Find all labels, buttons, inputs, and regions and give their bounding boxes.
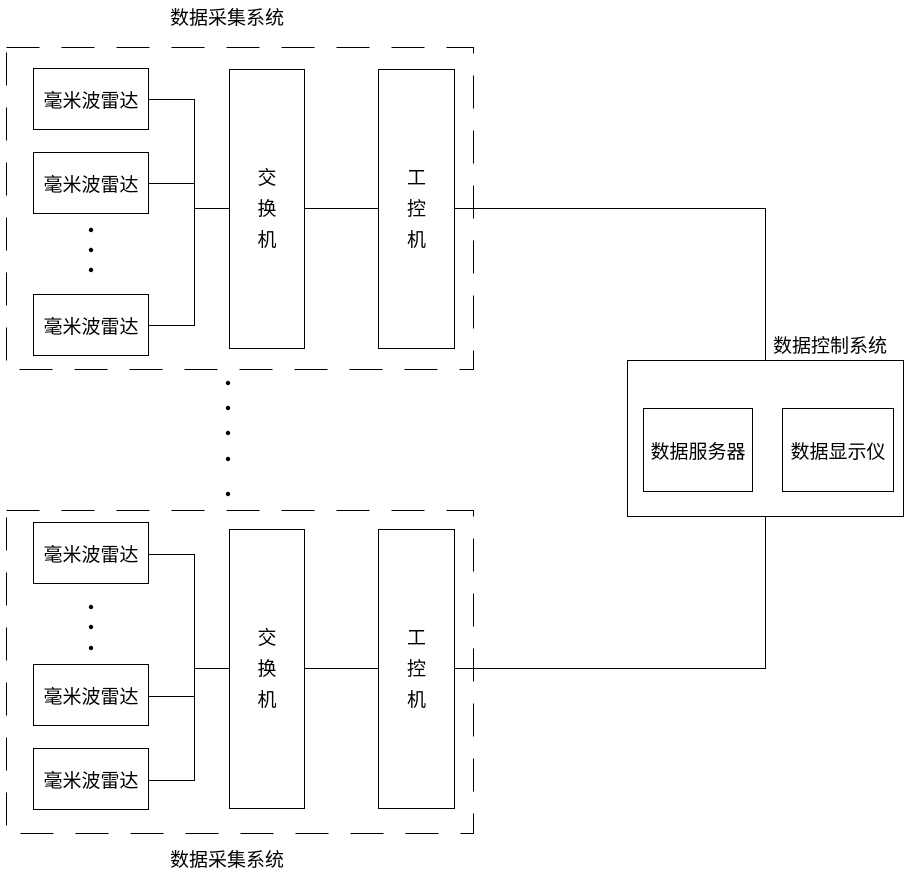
- radar-label: 毫米波雷达: [43, 540, 138, 567]
- radar-label: 毫米波雷达: [43, 170, 138, 197]
- radar-box: 毫米波雷达: [33, 522, 149, 584]
- data-server-box: 数据服务器: [643, 408, 753, 492]
- switch-label: 交换机: [258, 623, 277, 716]
- radar-label: 毫米波雷达: [43, 682, 138, 709]
- ipc-label: 工控机: [407, 623, 426, 716]
- control-system-title: 数据控制系统: [773, 337, 887, 356]
- radar-label: 毫米波雷达: [43, 312, 138, 339]
- switch-label: 交换机: [258, 163, 277, 256]
- switch-box: 交换机: [229, 69, 305, 349]
- radar-box: 毫米波雷达: [33, 68, 149, 130]
- ipc-box: 工控机: [378, 69, 455, 349]
- ellipsis-dots: [89, 228, 230, 650]
- radar-box: 毫米波雷达: [33, 294, 149, 356]
- data-display-label: 数据显示仪: [790, 437, 885, 464]
- ipc-label: 工控机: [407, 163, 426, 256]
- control-system-box: 数据服务器 数据显示仪: [627, 360, 904, 517]
- bottom-group-title: 数据采集系统: [170, 851, 284, 870]
- ipc-box: 工控机: [378, 529, 455, 809]
- switch-box: 交换机: [229, 529, 305, 809]
- radar-box: 毫米波雷达: [33, 748, 149, 810]
- radar-label: 毫米波雷达: [43, 766, 138, 793]
- data-server-label: 数据服务器: [650, 437, 745, 464]
- radar-box: 毫米波雷达: [33, 664, 149, 726]
- radar-box: 毫米波雷达: [33, 152, 149, 214]
- radar-label: 毫米波雷达: [43, 86, 138, 113]
- top-group-title: 数据采集系统: [170, 9, 284, 28]
- data-display-box: 数据显示仪: [782, 408, 894, 492]
